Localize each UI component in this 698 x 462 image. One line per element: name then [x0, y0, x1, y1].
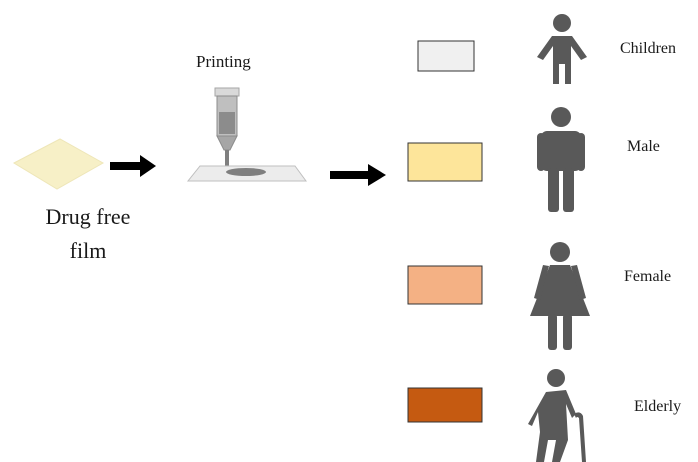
drug-free-label-line1: Drug free — [45, 204, 131, 229]
drug-free-label-line2: film — [69, 238, 107, 263]
male-label: Male — [627, 138, 660, 155]
drug-free-film-label: Drug free film — [18, 200, 158, 268]
arrow-right-icon — [330, 164, 386, 186]
elderly-icon — [528, 369, 586, 462]
elderly-label: Elderly — [634, 398, 682, 415]
printing-label: Printing — [196, 52, 251, 71]
female-film-swatch — [407, 265, 483, 305]
female-label: Female — [624, 268, 672, 285]
elderly-film-swatch — [407, 387, 483, 423]
printing-plate — [186, 165, 307, 182]
male-film-swatch — [407, 142, 483, 182]
drug-free-film — [12, 138, 105, 190]
children-film-swatch — [417, 40, 475, 72]
arrow-right-icon — [110, 155, 156, 177]
child-icon — [537, 14, 587, 84]
woman-icon — [530, 242, 590, 350]
man-icon — [537, 107, 585, 212]
children-label: Children — [620, 40, 676, 57]
printer-nozzle-icon — [214, 87, 240, 166]
